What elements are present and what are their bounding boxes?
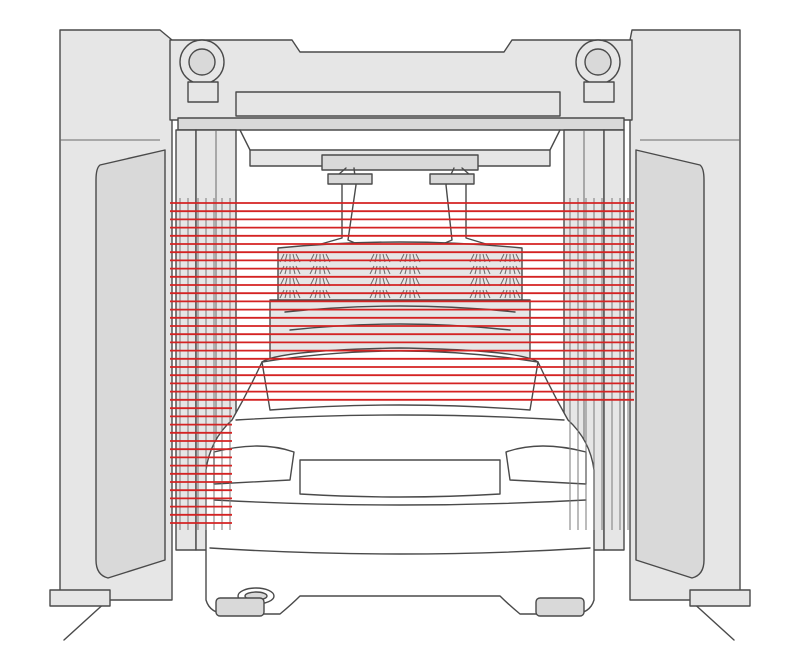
bristle [322, 265, 326, 275]
floor-rails [63, 599, 735, 641]
bristle [474, 265, 478, 275]
bristle [374, 265, 378, 275]
bristle [292, 265, 296, 275]
bristle [412, 265, 416, 275]
bristle [309, 265, 315, 275]
bristle [382, 265, 386, 275]
bristle [512, 265, 516, 275]
top-motors [179, 39, 621, 103]
bristle [385, 265, 391, 275]
car-wheels [215, 597, 585, 617]
car-rear [205, 347, 595, 615]
top-gantry-beam [169, 39, 633, 171]
brush-housing [269, 299, 531, 361]
right-tower [629, 29, 751, 607]
bristle [499, 265, 505, 275]
bristle [469, 265, 475, 275]
bristle [279, 265, 285, 275]
bristle [415, 265, 421, 275]
bristle [404, 265, 408, 275]
bristle [485, 265, 491, 275]
bristle [515, 265, 521, 275]
left-tower [49, 29, 173, 607]
bristle [314, 265, 318, 275]
bristle [295, 265, 301, 275]
bristle [399, 265, 405, 275]
bristle [284, 265, 288, 275]
sensor-light-curtain [170, 198, 634, 530]
bristle [504, 265, 508, 275]
brush-arms [299, 167, 507, 253]
bristle [482, 265, 486, 275]
bristle [369, 265, 375, 275]
bristle [325, 265, 331, 275]
